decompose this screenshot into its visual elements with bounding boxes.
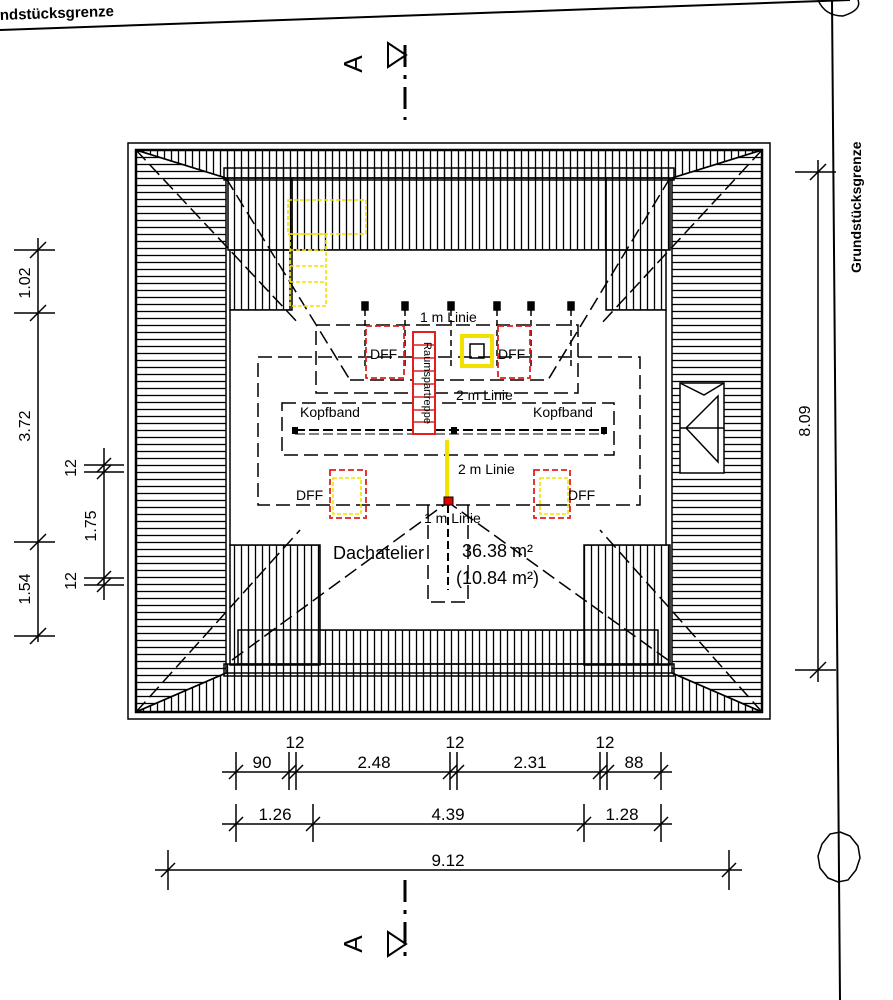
dim-left-1: 1.02 bbox=[17, 267, 34, 298]
dim-bottom-1-4: 12 bbox=[446, 733, 465, 752]
dim-bottom-1-3: 2.48 bbox=[357, 753, 390, 772]
dff-bottom-left-label: DFF bbox=[296, 487, 323, 503]
dormer-right bbox=[679, 382, 725, 474]
dim-bottom-2-2: 4.39 bbox=[431, 805, 464, 824]
dim-bottom-2-3: 1.28 bbox=[605, 805, 638, 824]
line-1m-top-label: 1 m Linie bbox=[420, 309, 477, 325]
dim-left-4: 1.75 bbox=[83, 510, 100, 541]
stair: Raumspartreppe bbox=[412, 331, 436, 435]
kopfband-right-label: Kopfband bbox=[533, 404, 593, 420]
dim-bottom-1-2: 12 bbox=[286, 733, 305, 752]
roof-tiles bbox=[135, 148, 763, 714]
line-2m-top-label: 2 m Linie bbox=[456, 387, 513, 403]
section-letter-top: A bbox=[338, 55, 368, 73]
section-letter-bottom: A bbox=[338, 935, 368, 953]
section-marker-bottom: A bbox=[338, 880, 408, 958]
dim-bottom-2-1: 1.26 bbox=[258, 805, 291, 824]
dff-bottom-right-label: DFF bbox=[568, 487, 595, 503]
chimney-yellow bbox=[460, 334, 494, 368]
dim-bottom-1-1: 90 bbox=[253, 753, 272, 772]
kopfband-left-label: Kopfband bbox=[300, 404, 360, 420]
room-area-secondary: (10.84 m²) bbox=[456, 568, 539, 588]
stair-label: Raumspartreppe bbox=[421, 342, 433, 424]
dim-bottom-3-1: 9.12 bbox=[431, 851, 464, 870]
top-posts bbox=[361, 301, 575, 370]
plan-labels: 1 m Linie 2 m Linie Kopfband Kopfband DF… bbox=[296, 309, 595, 588]
ridge-beam bbox=[292, 427, 607, 435]
dff-window-top-right bbox=[497, 325, 531, 379]
dff-top-right-label: DFF bbox=[498, 346, 525, 362]
dff-window-bottom-right bbox=[533, 469, 571, 519]
chimney-red bbox=[443, 496, 454, 506]
dimension-text-left: 1.02 3.72 12 1.75 1.54 12 bbox=[17, 267, 100, 604]
dim-left-3: 12 bbox=[63, 459, 80, 477]
dimension-text-bottom: 90 12 2.48 12 2.31 12 88 1.26 4.39 1.28 … bbox=[253, 733, 644, 870]
dim-left-2: 3.72 bbox=[17, 410, 34, 441]
line-1m-bottom-label: 1 m Linie bbox=[424, 510, 481, 526]
room-name: Dachatelier bbox=[333, 543, 424, 563]
dim-right-1: 8.09 bbox=[797, 405, 814, 436]
dim-left-6: 12 bbox=[63, 572, 80, 590]
boundary-label-right: Grundstücksgrenze bbox=[848, 141, 864, 273]
dim-bottom-1-7: 88 bbox=[625, 753, 644, 772]
room-area: 36.38 m² bbox=[462, 541, 533, 561]
roof-windows bbox=[329, 325, 571, 519]
dimension-chain-left bbox=[14, 238, 124, 645]
dff-window-top-left bbox=[365, 325, 405, 379]
chimney-inner bbox=[469, 343, 485, 359]
dim-bottom-1-5: 2.31 bbox=[513, 753, 546, 772]
property-boundary bbox=[0, 0, 861, 1000]
dimension-chain-right bbox=[795, 160, 836, 682]
yellow-markings bbox=[287, 199, 569, 515]
boundary-label-top: ndstücksgrenze bbox=[0, 3, 114, 24]
hip-lines bbox=[135, 149, 763, 713]
section-marker-top: A bbox=[338, 41, 408, 120]
dimension-chain-bottom bbox=[155, 752, 742, 890]
line-2m-bottom-label: 2 m Linie bbox=[458, 461, 515, 477]
dff-top-left-label: DFF bbox=[370, 346, 397, 362]
dim-left-5: 1.54 bbox=[17, 573, 34, 604]
dff-window-bottom-left bbox=[329, 469, 367, 519]
dim-bottom-1-6: 12 bbox=[596, 733, 615, 752]
